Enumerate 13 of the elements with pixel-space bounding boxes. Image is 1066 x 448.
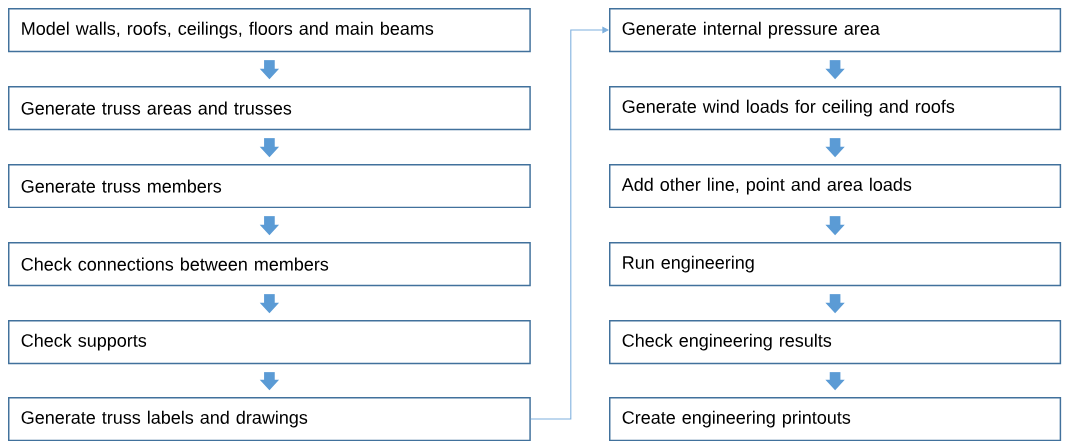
process-box: Create engineering printouts — [609, 397, 1062, 442]
process-box: Check engineering results — [609, 320, 1062, 365]
process-box: Add other line, point and area loads — [609, 164, 1062, 209]
process-box: Generate wind loads for ceiling and roofs — [609, 86, 1062, 131]
connector-arrow — [530, 26, 609, 420]
process-box: Generate truss members — [8, 164, 531, 209]
process-box: Generate internal pressure area — [609, 8, 1062, 53]
process-box: Generate truss areas and trusses — [8, 86, 531, 131]
process-box: Check connections between members — [8, 242, 531, 287]
process-box: Generate truss labels and drawings — [8, 397, 531, 442]
process-box: Check supports — [8, 320, 531, 365]
process-box: Run engineering — [609, 242, 1062, 287]
process-box: Model walls, roofs, ceilings, floors and main beams — [8, 8, 531, 53]
